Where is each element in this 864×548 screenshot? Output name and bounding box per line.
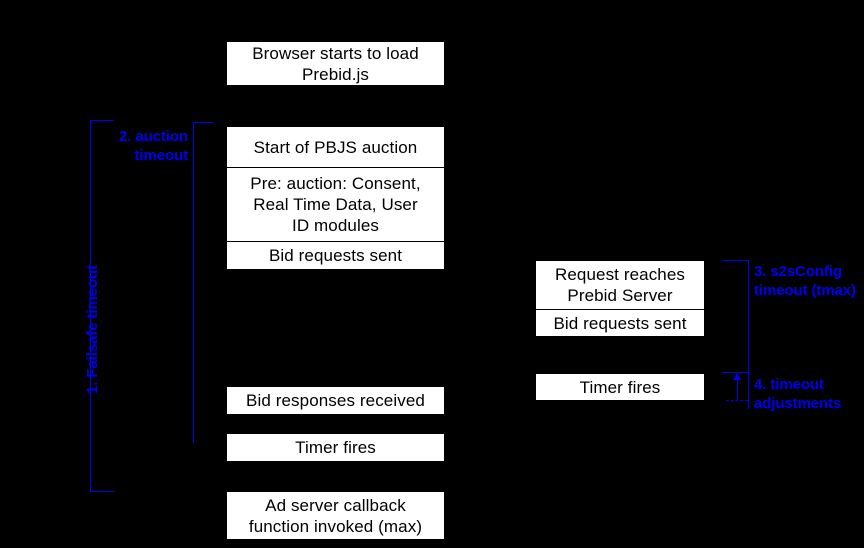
timeout-adjustments-arrow-head bbox=[733, 373, 741, 380]
failsafe-bracket-spine bbox=[90, 120, 91, 492]
s2sconfig-bracket-spine bbox=[748, 260, 749, 373]
s2sconfig-bracket-bottom bbox=[722, 372, 749, 373]
box-bid-requests-sent-client: Bid requests sent bbox=[226, 241, 445, 270]
server-box-stack: Request reaches Prebid Server Bid reques… bbox=[535, 260, 705, 337]
failsafe-bracket-bottom bbox=[90, 491, 114, 492]
box-start-of-pbjs-auction: Start of PBJS auction bbox=[226, 126, 445, 167]
timeout-adjustments-divider bbox=[748, 373, 749, 409]
annotation-auction-timeout-label: 2. auction timeout bbox=[118, 128, 188, 164]
auction-timeout-bracket-spine bbox=[193, 122, 194, 443]
failsafe-bracket-top bbox=[90, 120, 114, 121]
client-auction-box-stack: Start of PBJS auction Pre: auction: Cons… bbox=[226, 126, 445, 270]
box-request-reaches-prebid-server: Request reaches Prebid Server bbox=[535, 260, 705, 309]
auction-timeout-bracket-top bbox=[193, 122, 213, 123]
box-bid-responses-received: Bid responses received bbox=[226, 386, 445, 415]
box-pre-auction-modules: Pre: auction: Consent, Real Time Data, U… bbox=[226, 167, 445, 241]
timeout-adjustments-arrow-shaft bbox=[737, 379, 738, 400]
timeout-adjustments-baseline bbox=[726, 400, 748, 401]
annotation-timeout-adjustments-label: 4. timeout adjustments bbox=[754, 376, 842, 412]
annotation-failsafe-timeout-label: 1. Failsafe timeout bbox=[84, 265, 101, 394]
box-timer-fires-server: Timer fires bbox=[535, 373, 705, 401]
box-timer-fires-client: Timer fires bbox=[226, 433, 445, 462]
box-browser-starts-to-load-prebidjs: Browser starts to load Prebid.js bbox=[226, 41, 445, 86]
s2sconfig-bracket-top bbox=[722, 260, 749, 261]
annotation-s2sconfig-timeout-label: 3. s2sConfig timeout (tmax) bbox=[754, 263, 856, 299]
box-bid-requests-sent-server: Bid requests sent bbox=[535, 309, 705, 337]
box-ad-server-callback-invoked: Ad server callback function invoked (max… bbox=[226, 491, 445, 540]
